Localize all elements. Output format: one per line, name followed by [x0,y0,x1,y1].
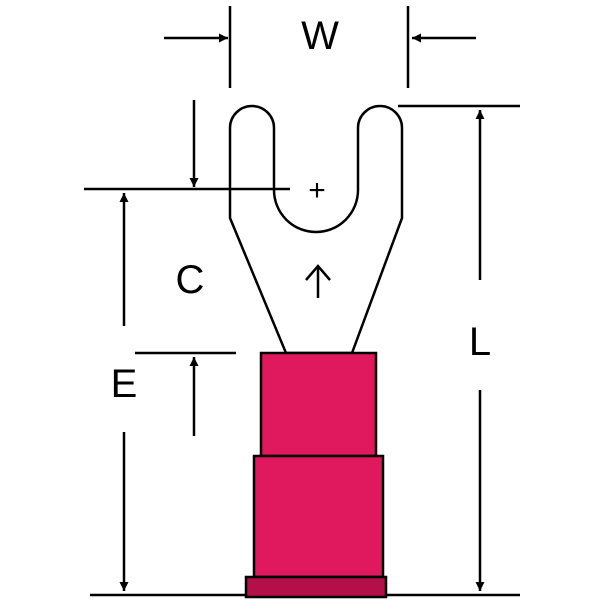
label-c: C [176,258,205,302]
spade-fork-outline [228,104,404,355]
sleeve-base [244,575,388,599]
insulated-sleeve [244,351,388,599]
dimension-e: E [90,193,246,597]
label-e: E [111,362,138,406]
dimension-c: C [84,100,290,302]
dimension-l: L [386,104,520,597]
sleeve-lower [252,454,385,579]
label-l: L [469,320,491,364]
label-w: W [301,14,339,58]
center-mark: + [308,174,326,207]
arrow-up-icon [305,264,331,298]
dimension-w: W [164,6,476,88]
sleeve-upper [259,351,378,458]
